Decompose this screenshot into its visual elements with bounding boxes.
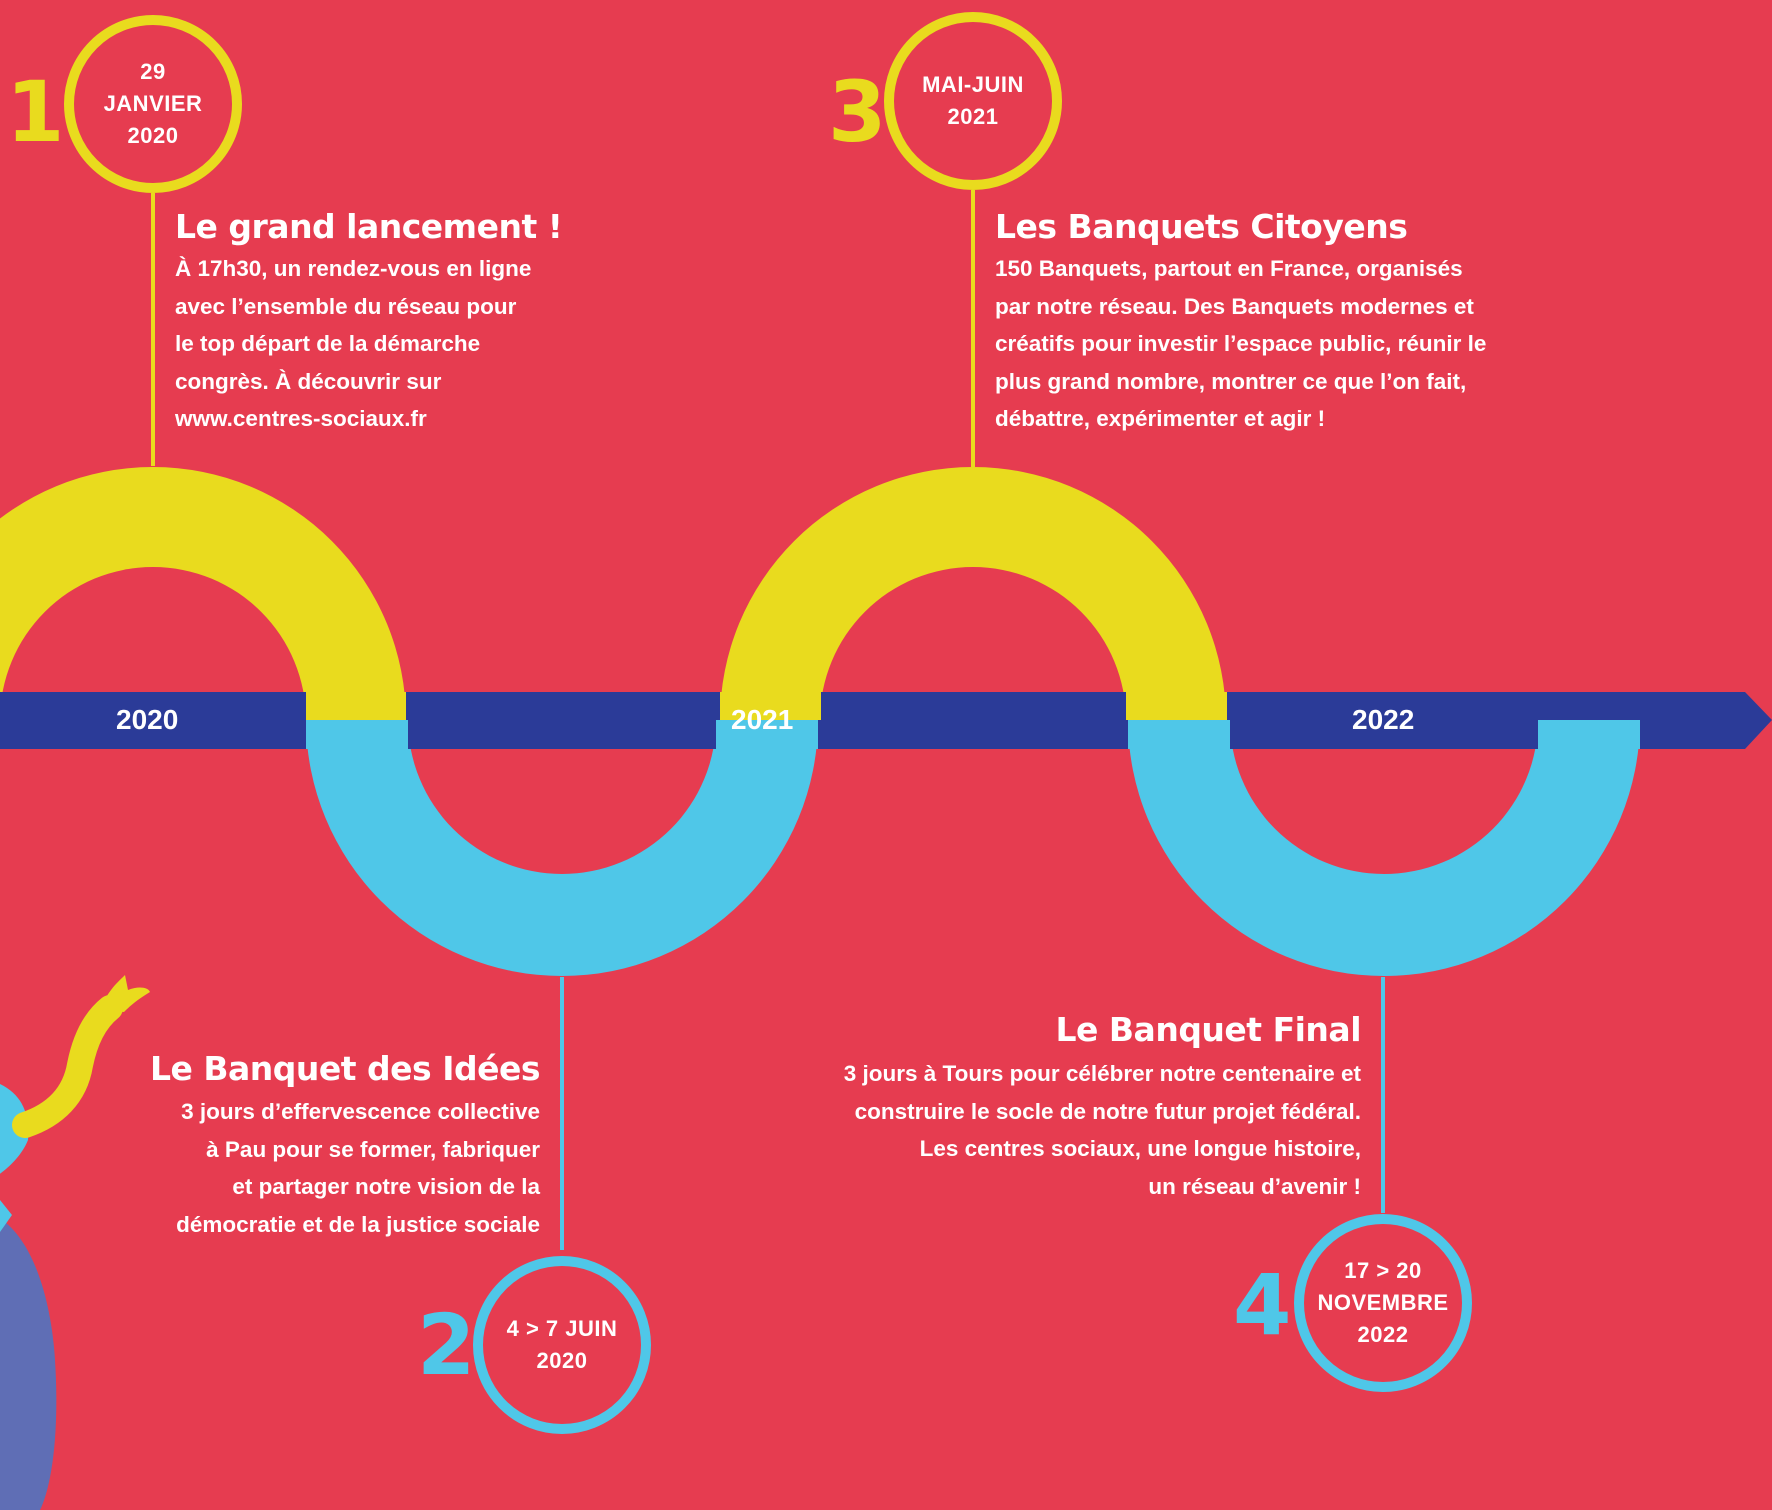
year-label-2022: 2022	[1352, 704, 1415, 735]
arch-2020-upper	[0, 467, 406, 720]
event-description-4: 3 jours à Tours pour célébrer notre cent…	[760, 1055, 1361, 1205]
arch-2020-lower	[306, 720, 818, 976]
event-description-line: un réseau d’avenir !	[1148, 1173, 1361, 1199]
arch-2021-upper-overlap	[720, 692, 1227, 720]
event-description-line: 3 jours d’effervescence collective	[181, 1099, 540, 1124]
year-label-2021: 2021	[731, 704, 794, 735]
event-number-1: 1	[6, 63, 65, 161]
event-number-2: 2	[417, 1296, 476, 1394]
event-title-2: Le Banquet des Idées	[149, 1049, 541, 1088]
event-description-3: 150 Banquets, partout en France, organis…	[995, 250, 1555, 438]
event-date-line: 17 > 20	[1344, 1258, 1422, 1284]
arch-2022-lower	[1128, 720, 1640, 976]
event-date-line: MAI-JUIN	[922, 72, 1024, 98]
event-date-line: 2021	[947, 104, 999, 129]
event-description-line: par notre réseau. Des Banquets modernes …	[995, 293, 1474, 319]
date-circle-4	[1294, 1214, 1472, 1392]
event-date-line: 2020	[536, 1348, 588, 1373]
event-description-line: et partager notre vision de la	[232, 1174, 540, 1199]
event-description-line: 150 Banquets, partout en France, organis…	[995, 256, 1463, 281]
event-title-4: Le Banquet Final	[1055, 1010, 1362, 1049]
event-date-line: 2020	[127, 122, 179, 148]
event-description-line: créatifs pour investir l’espace public, …	[995, 331, 1487, 356]
event-description-line: À 17h30, un rendez-vous en ligne	[175, 256, 532, 281]
event-date-2: 4 > 7 JUIN 2020	[482, 1265, 642, 1425]
event-description-2: 3 jours d’effervescence collective à Pau…	[90, 1093, 540, 1243]
event-description-line: plus grand nombre, montrer ce que l’on f…	[995, 368, 1467, 394]
event-description-line: construire le socle de notre futur proje…	[854, 1098, 1361, 1124]
event-date-line: NOVEMBRE	[1317, 1290, 1449, 1316]
arch-2020-upper-overlap	[306, 692, 406, 720]
event-number-3: 3	[828, 63, 887, 161]
date-circle-3	[884, 12, 1062, 190]
event-description-line: congrès. À découvrir sur	[175, 368, 442, 394]
event-number-4: 4	[1233, 1256, 1292, 1354]
event-date-3: MAI-JUIN 2021	[893, 21, 1053, 181]
date-circle-2	[473, 1256, 651, 1434]
event-title-1: Le grand lancement !	[175, 207, 563, 246]
event-date-4: 17 > 20 NOVEMBRE 2022	[1303, 1223, 1463, 1383]
event-website-link[interactable]: www.centres-sociaux.fr	[175, 406, 427, 431]
character-illustration	[0, 975, 150, 1510]
event-description-line: Les centres sociaux, une longue histoire…	[919, 1136, 1361, 1161]
year-label-2020: 2020	[116, 704, 179, 735]
event-title-3: Les Banquets Citoyens	[995, 207, 1408, 246]
event-date-line: JANVIER	[103, 91, 203, 117]
date-circle-1	[64, 15, 242, 193]
event-description-line: 3 jours à Tours pour célébrer notre cent…	[843, 1061, 1361, 1086]
timeline-arrow	[0, 692, 1772, 749]
event-date-line: 4 > 7 JUIN	[506, 1316, 618, 1342]
event-date-1: 29 JANVIER 2020	[73, 24, 233, 184]
event-description-line: le top départ de la démarche	[175, 331, 481, 356]
event-description-line: débattre, expérimenter et agir !	[995, 406, 1326, 431]
event-date-line: 2022	[1357, 1321, 1409, 1347]
event-description-line: à Pau pour se former, fabriquer	[206, 1136, 540, 1162]
event-date-line: 29	[140, 59, 166, 85]
event-description-line: démocratie et de la justice sociale	[176, 1211, 540, 1237]
event-description-1: À 17h30, un rendez-vous en ligne avec l’…	[175, 250, 595, 438]
arch-2021-upper	[720, 467, 1226, 720]
event-description-line: avec l’ensemble du réseau pour	[175, 293, 517, 319]
